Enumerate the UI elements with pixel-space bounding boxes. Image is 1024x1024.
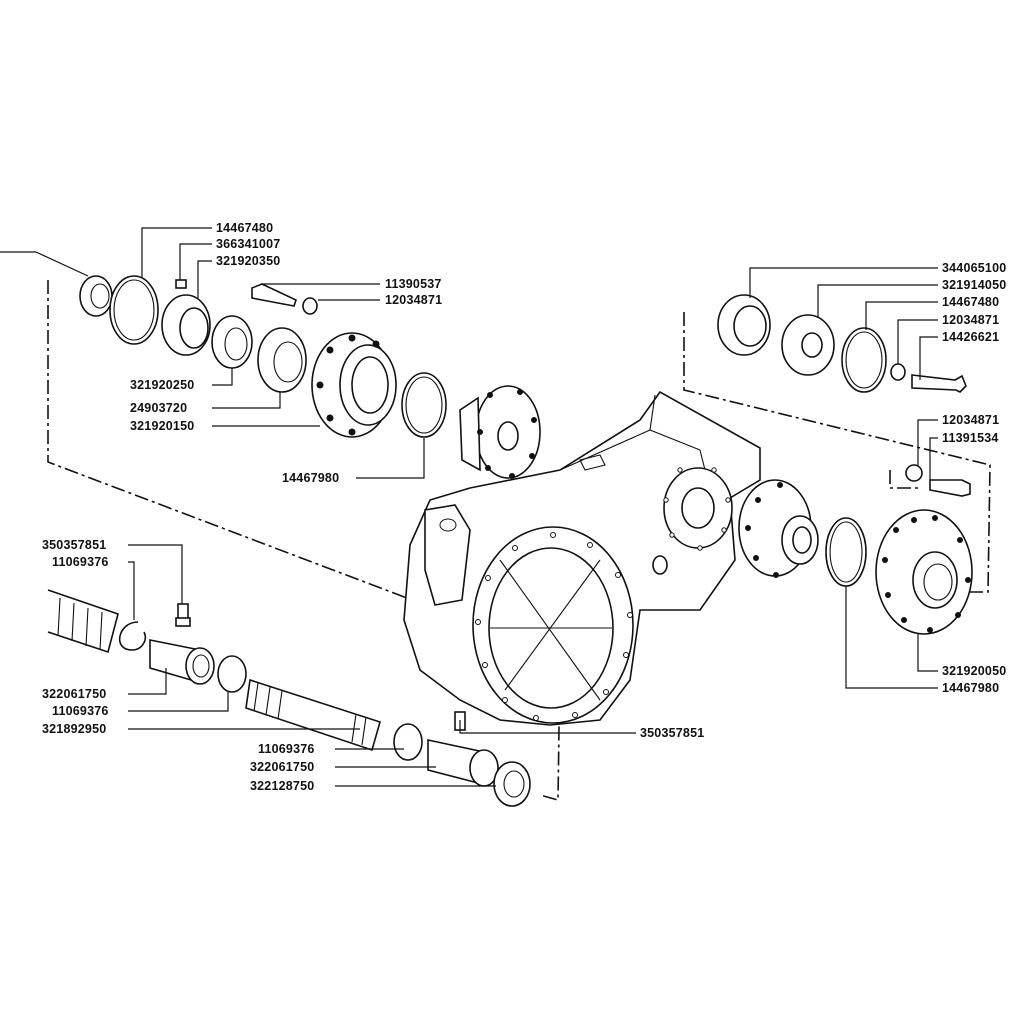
label-bottom-left-3: 322061750	[42, 687, 106, 701]
label-bottom-mid-3: 322128750	[250, 779, 314, 793]
label-mid-left-4: 14467980	[282, 471, 339, 485]
main-housing	[403, 390, 761, 726]
label-top-left-5: 12034871	[385, 293, 442, 307]
label-bottom-mid-2: 322061750	[250, 760, 314, 774]
label-top-right-2: 321914050	[942, 278, 1006, 292]
top-left-parts	[79, 275, 318, 393]
label-top-left-1: 14467480	[216, 221, 273, 235]
hub-bolt-holes	[316, 334, 380, 436]
rear-flange-assembly	[311, 332, 541, 479]
housing-bolt-holes	[475, 467, 731, 721]
label-bottom-left-5: 321892950	[42, 722, 106, 736]
label-top-right-3: 14467480	[942, 295, 999, 309]
label-bottom-mid-1: 11069376	[258, 742, 315, 756]
label-mid-left-3: 321920150	[130, 419, 194, 433]
label-right-bottom-1: 321920050	[942, 664, 1006, 678]
label-right-bottom-2: 14467980	[942, 681, 999, 695]
label-top-right-4: 12034871	[942, 313, 999, 327]
label-top-left-4: 11390537	[385, 277, 442, 291]
leader-lines	[128, 227, 938, 787]
bottom-shaft-parts	[47, 589, 531, 807]
label-mid-left-2: 24903720	[130, 401, 187, 415]
label-right-mid-1: 12034871	[942, 413, 999, 427]
label-bottom-left-2: 11069376	[52, 555, 109, 569]
part-labels: 14467480 366341007 321920350 11390537 12…	[42, 221, 1006, 793]
right-flange-assembly	[738, 479, 973, 635]
label-bottom-right-1: 350357851	[640, 726, 704, 740]
cover-bolt-holes	[882, 515, 971, 633]
label-top-right-1: 344065100	[942, 261, 1006, 275]
pinion-flange-holes	[477, 389, 537, 479]
label-top-right-5: 14426621	[942, 330, 999, 344]
label-right-mid-2: 11391534	[942, 431, 999, 445]
label-top-left-2: 366341007	[216, 237, 280, 251]
top-right-parts	[717, 294, 971, 497]
label-bottom-left-1: 350357851	[42, 538, 106, 552]
label-bottom-left-4: 11069376	[52, 704, 109, 718]
coupling-flange-holes	[745, 482, 783, 578]
label-mid-left-1: 321920250	[130, 378, 194, 392]
label-top-left-3: 321920350	[216, 254, 280, 268]
